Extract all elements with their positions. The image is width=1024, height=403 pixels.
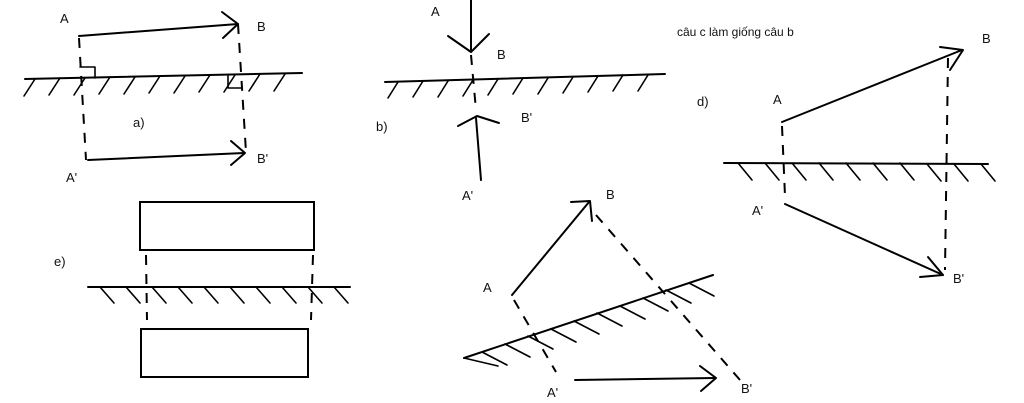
right-angle-mark-a — [79, 66, 96, 79]
label-b: B — [982, 31, 991, 46]
label-a: A — [60, 11, 69, 26]
object-arrowhead-b — [939, 46, 964, 71]
object-arrow-ab — [781, 49, 963, 123]
image-arrow-a-b — [87, 152, 245, 161]
image-arrowhead-b — [230, 140, 246, 166]
mirror-a — [24, 72, 303, 80]
label-b-image: B' — [521, 110, 532, 125]
image-arrow-a-b — [784, 203, 944, 276]
label-b-image: B' — [257, 151, 268, 166]
mirror-b — [384, 73, 666, 83]
mirror-c-hatches — [481, 282, 715, 366]
projection-line-a — [781, 125, 786, 197]
object-arrowhead-b — [447, 33, 490, 53]
object-arrowhead-b — [221, 11, 239, 39]
object-arrow-ab — [78, 23, 239, 37]
label-a-image: A' — [462, 188, 473, 203]
image-arrowhead-b — [457, 115, 500, 127]
figure-a: A B A' B' a) — [23, 11, 303, 185]
figure-e: e) — [54, 201, 351, 378]
figure-b-caption: b) — [376, 119, 388, 134]
figure-d-caption: d) — [697, 94, 709, 109]
mirror-a-hatches — [23, 73, 286, 97]
label-a: A — [773, 92, 782, 107]
projection-line-a — [513, 299, 557, 373]
label-b: B — [497, 47, 506, 62]
mirror-e-hatches — [99, 286, 349, 304]
object-arrow-ab — [511, 201, 590, 296]
note-text: câu c làm giống câu b — [677, 25, 794, 39]
figure-a-caption: a) — [133, 115, 145, 130]
figure-b: A B A' B' b) — [376, 0, 666, 203]
figure-c: A B A' B' — [463, 187, 752, 400]
label-b: B — [257, 19, 266, 34]
label-a-image: A' — [752, 203, 763, 218]
label-b-image: B' — [741, 381, 752, 396]
label-a: A — [483, 280, 492, 295]
projection-line-a — [78, 37, 87, 161]
mirror-c-end-tick — [463, 357, 499, 367]
mirror-d-hatches — [737, 162, 996, 182]
mirror-b-hatches — [387, 74, 649, 99]
figure-e-caption: e) — [54, 254, 66, 269]
mirror-d — [723, 162, 989, 165]
projection-line-b — [944, 57, 949, 271]
image-arrow-a-b — [574, 377, 716, 381]
projection-line-b — [470, 54, 477, 111]
image-arrowhead-b — [919, 256, 944, 278]
label-b: B — [606, 187, 615, 202]
mirror-c — [463, 274, 714, 359]
figure-d: A B A' B' d) — [697, 31, 996, 286]
image-rectangle — [140, 328, 309, 378]
right-angle-mark-b — [227, 75, 243, 89]
object-rectangle — [139, 201, 315, 251]
projection-line-b — [237, 23, 247, 153]
label-a: A — [431, 4, 440, 19]
projection-line-b — [595, 214, 741, 381]
label-a-image: A' — [547, 385, 558, 400]
label-a-image: A' — [66, 170, 77, 185]
object-arrowhead-b — [570, 200, 593, 222]
image-arrow-a-b-vertical — [475, 117, 482, 181]
image-arrowhead-b — [699, 365, 717, 392]
label-b-image: B' — [953, 271, 964, 286]
